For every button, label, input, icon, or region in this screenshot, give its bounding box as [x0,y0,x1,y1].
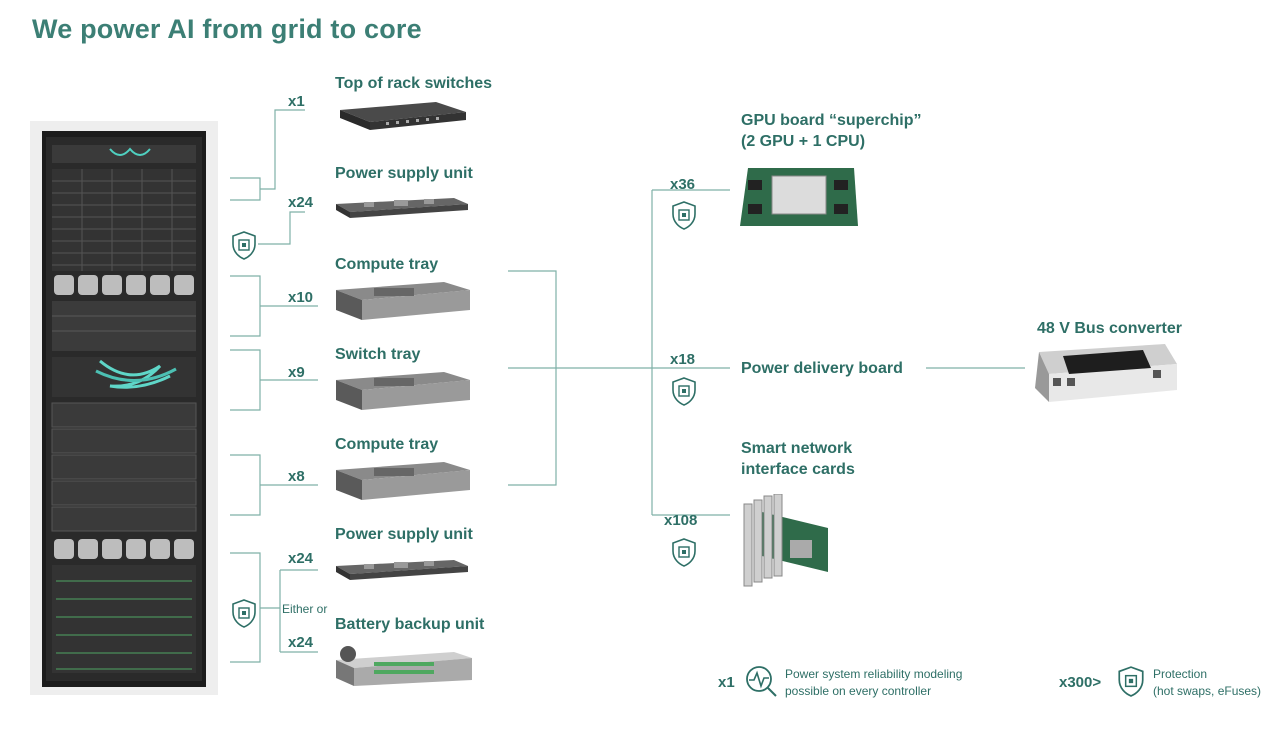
legend-protection-line1: Protection [1153,667,1208,681]
compute-tray-image-1 [336,282,470,320]
label-smart-nic-line1: Smart network [741,440,853,457]
qty-psu-bottom: x24 [288,550,314,567]
label-power-delivery: Power delivery board [741,360,903,377]
bus-converter-image [1035,344,1177,402]
chip-shield-icon [672,201,696,230]
legend-protection-text: Protection (hot swaps, eFuses) [1153,666,1261,700]
legend-reliability-line1: Power system reliability modeling [785,667,963,681]
compute-tray-image-2 [336,462,470,500]
pulse-magnifier-icon [746,666,777,697]
either-or-label: Either or [282,602,328,616]
chip-shield-icon [1118,666,1144,697]
label-smart-nic: Smart network interface cards [741,438,855,480]
label-psu-top: Power supply unit [335,165,473,182]
qty-psu-top: x24 [288,194,314,211]
psu-image-bottom [336,560,468,580]
label-gpu-board-line1: GPU board “superchip” [741,112,922,129]
label-bus-converter: 48 V Bus converter [1037,320,1182,337]
psu-image-top [336,198,468,218]
label-switch-tray: Switch tray [335,346,421,363]
chip-shield-icon [672,538,696,567]
chip-shield-icon [672,377,696,406]
top-switch-image [340,102,466,130]
qty-gpu-board: x36 [670,176,696,193]
qty-switch-tray: x9 [288,364,305,381]
label-psu-bottom: Power supply unit [335,526,473,543]
page-title: We power AI from grid to core [32,14,422,44]
label-compute-tray-1: Compute tray [335,256,439,273]
switch-tray-image [336,372,470,410]
qty-battery-backup: x24 [288,634,314,651]
label-gpu-board-line2: (2 GPU + 1 CPU) [741,133,866,150]
label-compute-tray-2: Compute tray [335,436,439,453]
label-gpu-board: GPU board “superchip” (2 GPU + 1 CPU) [741,110,921,152]
legend-reliability-line2: possible on every controller [785,684,932,698]
legend-protection-qty: x300> [1059,674,1102,691]
legend-reliability-qty: x1 [718,674,735,691]
label-smart-nic-line2: interface cards [741,461,855,478]
battery-backup-image [336,646,472,686]
qty-compute-tray-1: x10 [288,289,314,306]
legend-reliability-text: Power system reliability modeling possib… [785,666,962,700]
gpu-board-image [740,168,858,226]
qty-smart-nic: x108 [664,512,698,529]
legend-protection-line2: (hot swaps, eFuses) [1153,684,1262,698]
qty-power-delivery: x18 [670,351,696,368]
label-battery-backup: Battery backup unit [335,616,485,633]
qty-compute-tray-2: x8 [288,468,305,485]
qty-top-switches: x1 [288,93,305,110]
server-rack [30,121,218,695]
smart-nic-image [743,494,828,587]
label-top-switches: Top of rack switches [335,75,493,92]
chip-shield-icon [232,599,256,628]
chip-shield-icon [232,231,256,260]
